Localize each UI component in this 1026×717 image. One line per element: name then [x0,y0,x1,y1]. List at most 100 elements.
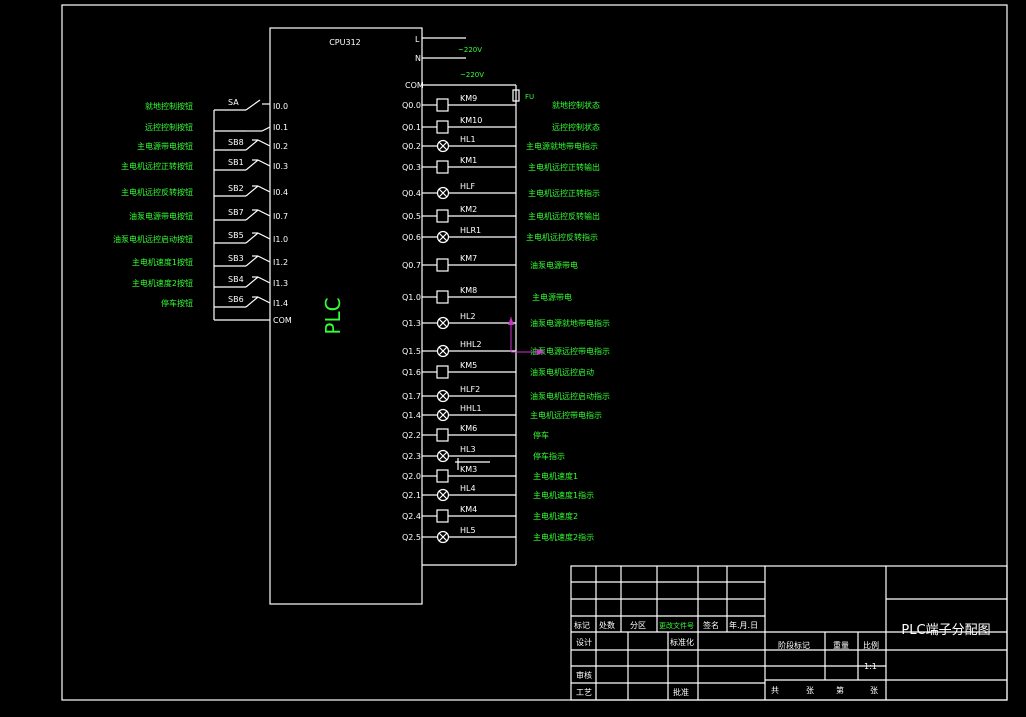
input-address: I0.2 [273,142,288,151]
output-device-label: HLF2 [460,385,480,394]
tb-weight: 重量 [833,640,849,650]
output-device-label: HLR1 [460,226,481,235]
output-device-label: KM6 [460,424,477,433]
coil-symbol [436,469,449,483]
output-device-label: HL2 [460,312,476,321]
output-device-label: KM2 [460,205,477,214]
input-com-label: COM [273,316,292,325]
output-address: Q0.1 [402,123,421,132]
lamp-symbol [436,316,450,330]
output-address: Q0.4 [402,189,421,198]
output-address: Q1.0 [402,293,421,302]
input-description: 就地控制按钮 [145,101,193,111]
tb-sheet-1: 张 [806,686,814,695]
input-address: I0.3 [273,162,288,171]
output-description: 停车指示 [533,451,565,461]
input-address: I1.0 [273,235,288,244]
coil-symbol [436,365,449,379]
input-device-label: SB3 [228,254,244,263]
power-com-label: COM [405,81,424,90]
power-l-label: L [415,35,420,44]
input-row: 主电源带电按钮 SB8 I0.2 [137,138,288,151]
input-device-label: SB7 [228,208,244,217]
coil-symbol [436,98,449,112]
lamp-symbol [436,408,450,422]
lamp-symbol [436,344,450,358]
drawing-frame [61,4,1008,701]
input-description: 远控控制按钮 [145,122,193,132]
input-description: 主电机速度2按钮 [132,278,193,288]
output-description: 油泵电源远控带电指示 [530,346,610,356]
output-row: Q2.2 KM6 停车 [402,424,549,442]
tb-process: 工艺 [576,688,592,697]
lamp-symbol [436,139,450,153]
output-description: 主电机速度1指示 [533,490,594,500]
output-address: Q0.2 [402,142,421,151]
output-address: Q1.7 [402,392,421,401]
coil-symbol [436,160,449,174]
input-address: I0.7 [273,212,288,221]
lamp-symbol [436,230,450,244]
lamp-symbol [436,488,450,502]
output-section: Q0.0KM9就地控制状态Q0.1KM10远控控制状态Q0.2HL1主电源就地带… [402,94,610,544]
fuse-label: FU [525,93,534,101]
output-address: Q2.5 [402,533,421,542]
output-address: Q0.3 [402,163,421,172]
output-address: Q2.4 [402,512,421,521]
input-device-label: SB5 [228,231,244,240]
output-row: Q0.1 KM10 远控控制状态 [402,116,600,134]
output-address: Q1.6 [402,368,421,377]
output-device-label: KM5 [460,361,477,370]
input-device-label: SB8 [228,138,244,147]
output-address: Q2.2 [402,431,421,440]
output-description: 油泵电源就地带电指示 [530,318,610,328]
tb-page: 第 [836,685,844,695]
input-device-label: SB1 [228,158,244,167]
output-description: 油泵电机远控启动 [530,367,594,377]
tb-header-change: 更改文件号 [659,621,694,630]
output-address: Q1.4 [402,411,421,420]
output-device-label: KM10 [460,116,482,125]
output-description: 主电机速度1 [533,471,578,481]
output-address: Q2.3 [402,452,421,461]
input-address: I0.0 [273,102,288,111]
coil-symbol [436,120,449,134]
plc-body [269,27,423,605]
input-description: 主电源带电按钮 [137,141,193,151]
output-address: Q0.5 [402,212,421,221]
output-description: 远控控制状态 [552,122,600,132]
output-description: 主电机速度2指示 [533,532,594,542]
tb-standard: 标准化 [670,637,694,647]
cursor-marker [508,317,545,355]
lamp-symbol [436,389,450,403]
input-description: 主电机远控反转按钮 [121,187,193,197]
output-description: 油泵电源带电 [530,260,578,270]
output-device-label: KM8 [460,286,477,295]
power-voltage-1: ~220V [458,46,482,54]
lamp-symbol [436,186,450,200]
output-description: 停车 [533,430,549,440]
coil-symbol [436,509,449,523]
tb-header-mark: 标记 [574,620,590,630]
tb-scale: 比例 [863,640,879,650]
tb-header-zone: 分区 [630,621,646,630]
tb-design: 设计 [576,637,592,647]
output-description: 主电源就地带电指示 [526,141,598,151]
coil-symbol [436,428,449,442]
output-description: 油泵电机远控启动指示 [530,391,610,401]
input-address: I1.2 [273,258,288,267]
input-address: I0.4 [273,188,288,197]
output-description: 主电机远控反转指示 [526,232,598,242]
